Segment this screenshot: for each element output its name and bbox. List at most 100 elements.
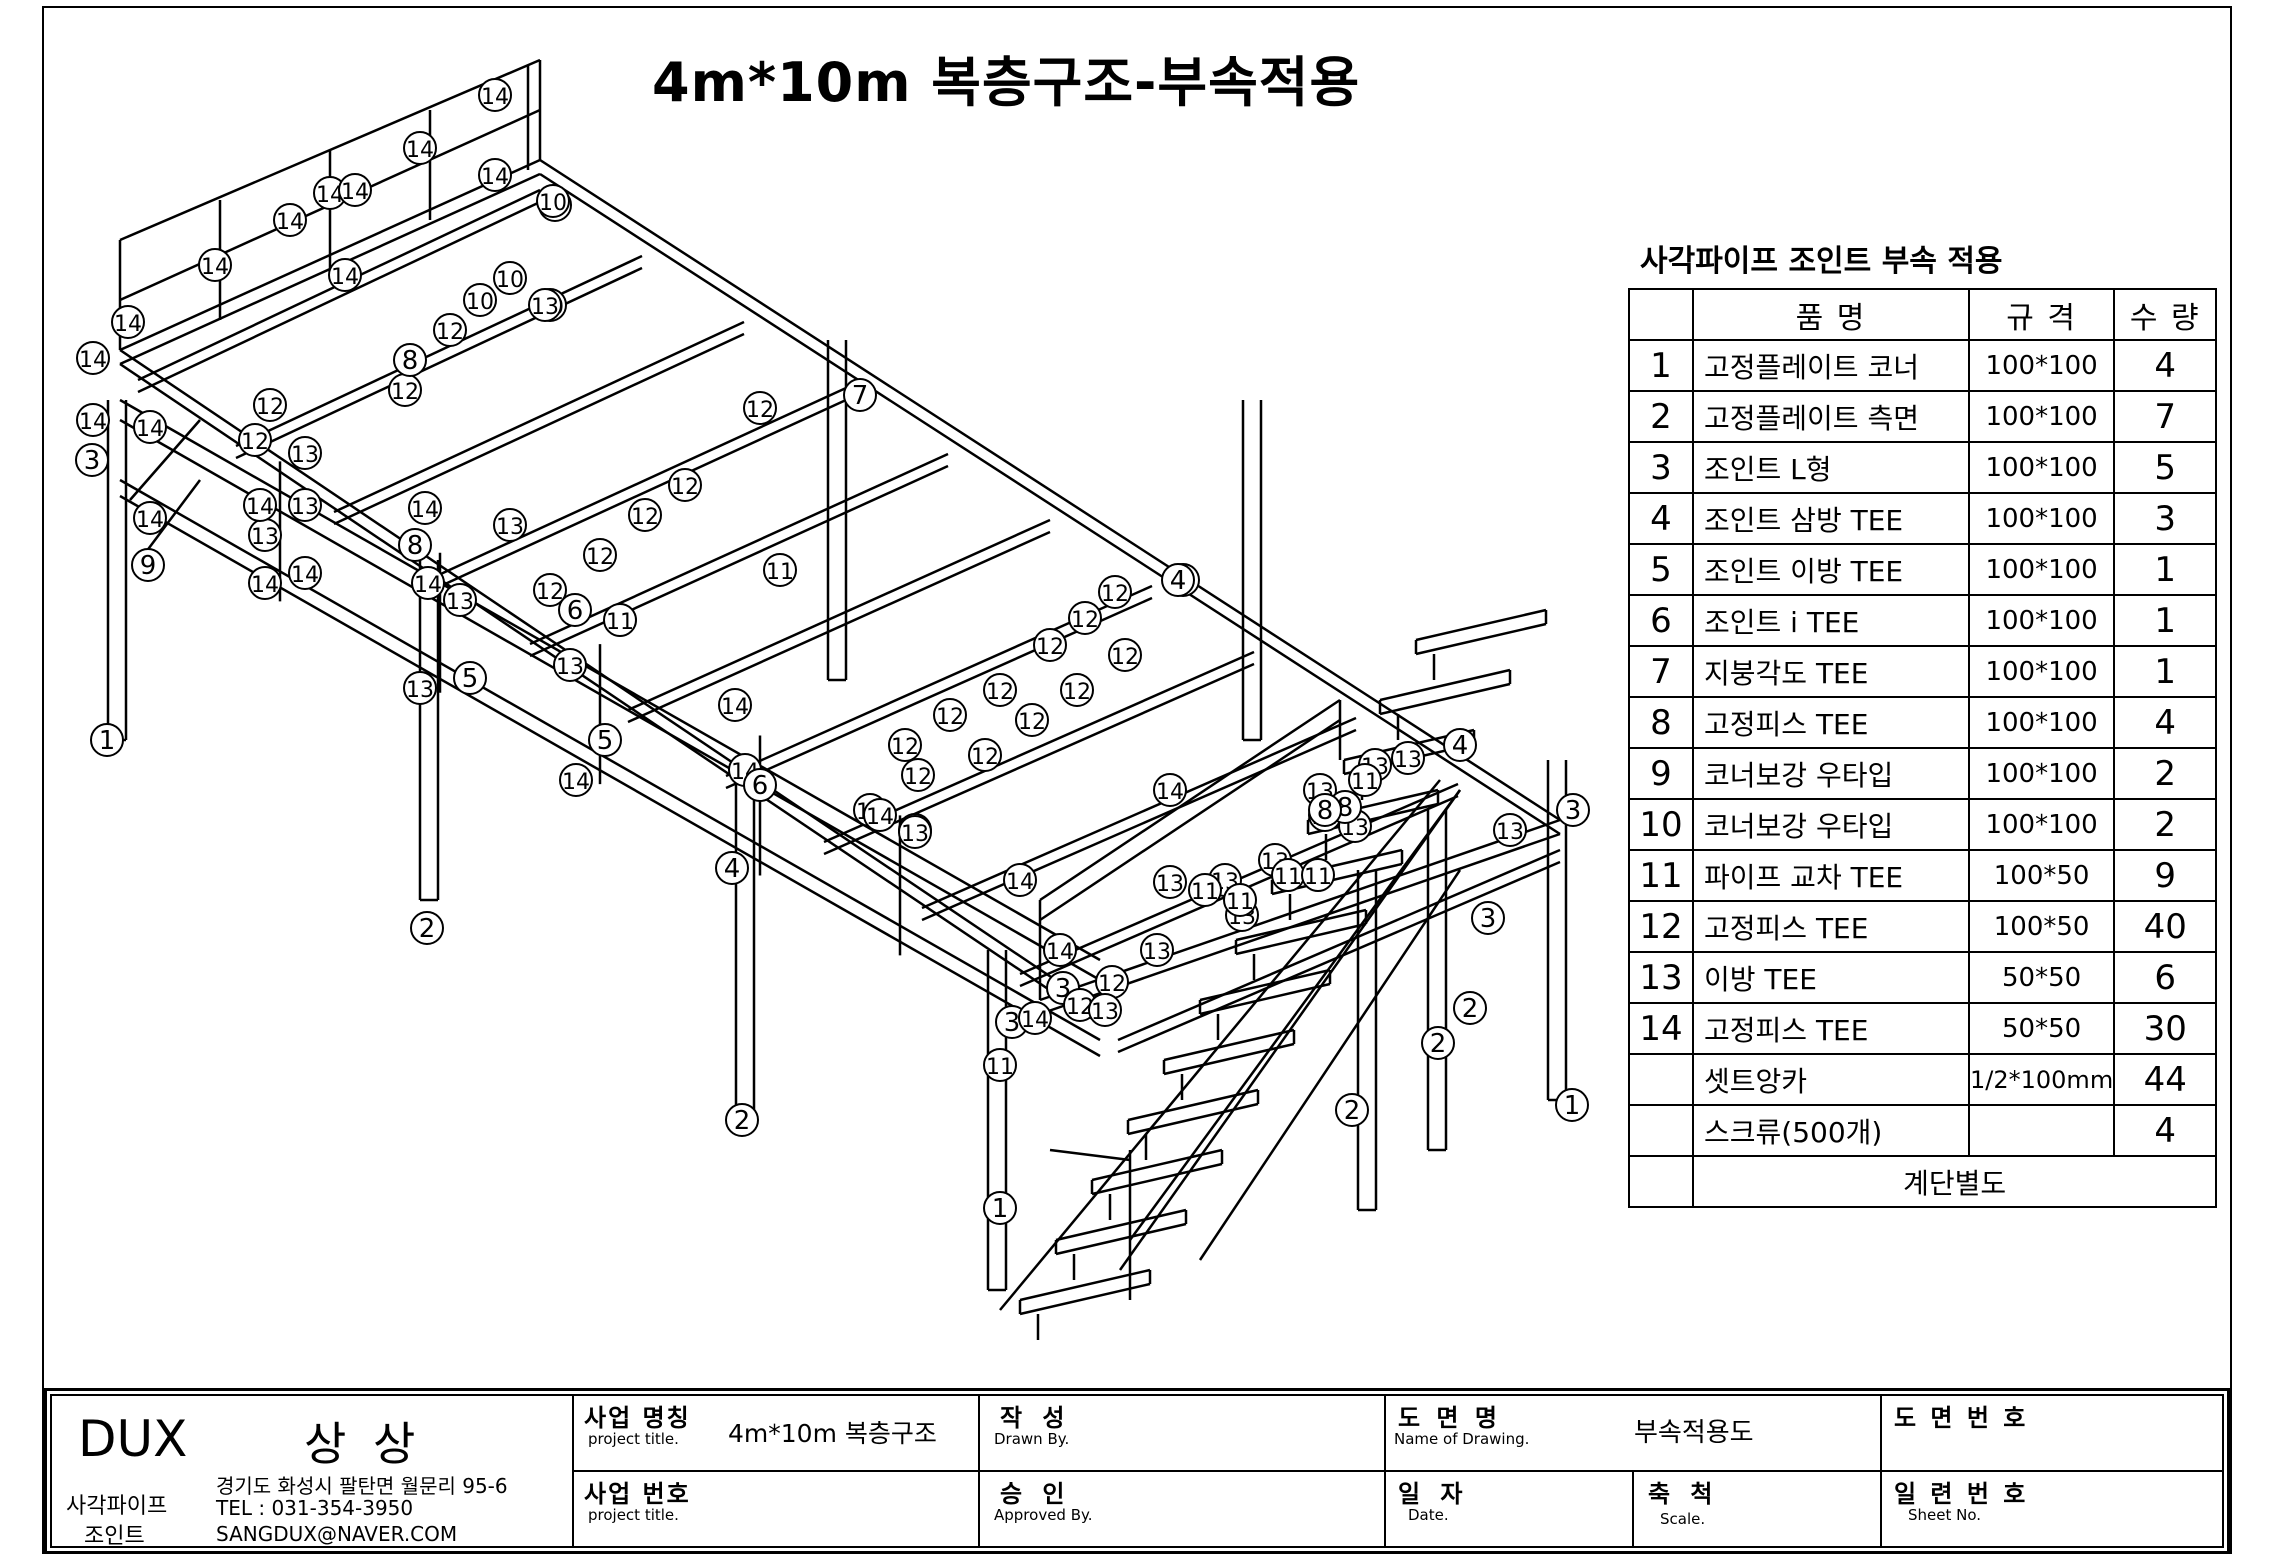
callout-bubble: 4 (1443, 728, 1477, 762)
structure-member (1235, 922, 1367, 956)
project-name-label: 사업 명칭 (584, 1404, 691, 1432)
callout-number: 13 (1143, 940, 1171, 965)
drawn-sub: Drawn By. (994, 1430, 1070, 1448)
part-spec: 1/2*100mm (1967, 1053, 2116, 1106)
structure-member (1198, 869, 1462, 1261)
callout-number: 13 (1394, 748, 1422, 773)
structure-member (627, 530, 1051, 724)
callout-number: 14 (411, 498, 439, 523)
part-spec: 100*100 (1967, 747, 2116, 800)
part-name: 고정플레이트 코너 (1692, 339, 1970, 392)
callout-bubble: 14 (328, 258, 362, 292)
callout-number: 2 (419, 914, 436, 944)
part-name: 고정플레이트 측면 (1692, 390, 1970, 443)
drawn-label: 작 성 (1000, 1404, 1071, 1432)
callout-number: 14 (562, 770, 590, 795)
callout-bubble: 11 (1348, 763, 1382, 797)
sheet-no-sub: Sheet No. (1908, 1506, 1982, 1524)
part-name: 셋트앙카 (1692, 1053, 1970, 1106)
part-spec: 100*100 (1967, 339, 2116, 392)
callout-bubble: 12 (968, 738, 1002, 772)
callout-bubble: 8 (1308, 793, 1342, 827)
part-spec: 50*50 (1967, 951, 2116, 1004)
callout-number: 14 (1156, 780, 1184, 805)
callout-bubble: 6 (558, 593, 592, 627)
structure-member (1235, 908, 1367, 942)
parts-table-title: 사각파이프 조인트 부속 적용 (1640, 244, 2003, 279)
part-spec: 100*100 (1967, 543, 2116, 596)
callout-bubble: 13 (248, 518, 282, 552)
callout-number: 14 (246, 495, 274, 520)
callout-number: 11 (766, 560, 794, 585)
callout-number: 14 (341, 180, 369, 205)
structure-member (1039, 718, 1341, 922)
callout-number: 12 (241, 430, 269, 455)
structure-member (1019, 1282, 1151, 1316)
callout-bubble: 14 (559, 763, 593, 797)
callout-number: 10 (466, 290, 494, 315)
structure-member (1379, 668, 1511, 702)
structure-member (235, 266, 643, 460)
callout-bubble: 12 (901, 758, 935, 792)
callout-bubble: 12 (1098, 575, 1132, 609)
structure-member (1379, 682, 1511, 716)
drawing-name-value: 부속적용도 (1634, 1418, 1754, 1448)
callout-bubble: 14 (273, 203, 307, 237)
part-qty: 1 (2113, 543, 2218, 596)
callout-number: 13 (291, 443, 319, 468)
callout-bubble: 14 (411, 566, 445, 600)
part-qty: 4 (2113, 339, 2218, 392)
drawing-no-label: 도 면 번 호 (1894, 1404, 2029, 1432)
structure-member (1039, 698, 1341, 902)
structure-member (119, 418, 1101, 982)
company-tel: TEL : 031-354-3950 (216, 1496, 414, 1520)
callout-bubble: 12 (253, 388, 287, 422)
callout-bubble: 13 (528, 288, 562, 322)
structure-member (1199, 968, 1331, 1002)
callout-number: 14 (251, 573, 279, 598)
sheet-no-cell (1880, 1470, 2224, 1548)
callout-number: 12 (891, 735, 919, 760)
part-no: 2 (1628, 390, 1694, 443)
structure-member (1199, 982, 1331, 1016)
callout-bubble: 13 (288, 488, 322, 522)
callout-number: 12 (1111, 645, 1139, 670)
callout-bubble: 13 (1391, 741, 1425, 775)
callout-bubble: 13 (443, 583, 477, 617)
callout-bubble: 11 (763, 553, 797, 587)
structure-member (119, 494, 1101, 1058)
structure-member (627, 518, 1051, 712)
company-name-kr: 상 상 (304, 1417, 422, 1471)
callout-number: 1 (1564, 1091, 1581, 1121)
scale-label: 축 척 (1648, 1480, 1719, 1508)
callout-number: 14 (1021, 1008, 1049, 1033)
callout-number: 12 (746, 398, 774, 423)
callout-number: 14 (114, 312, 142, 337)
callout-number: 8 (402, 346, 419, 376)
part-qty: 44 (2113, 1053, 2218, 1106)
callout-bubble: 12 (433, 313, 467, 347)
parts-table-row: 스크류(500개)4 (1628, 1104, 2218, 1157)
project-no-label: 사업 번호 (584, 1480, 691, 1508)
callout-bubble: 13 (1088, 993, 1122, 1027)
part-name: 코너보강 우타입 (1692, 747, 1970, 800)
part-qty: 2 (2113, 747, 2218, 800)
part-no: 3 (1628, 441, 1694, 494)
callout-number: 13 (1091, 1000, 1119, 1025)
callout-number: 10 (496, 268, 524, 293)
part-spec: 100*50 (1967, 900, 2116, 953)
callout-number: 6 (752, 771, 769, 801)
part-spec: 100*100 (1967, 645, 2116, 698)
part-no: 6 (1628, 594, 1694, 647)
part-no: 11 (1628, 849, 1694, 902)
callout-number: 13 (406, 678, 434, 703)
callout-bubble: 12 (743, 391, 777, 425)
callout-bubble: 12 (983, 673, 1017, 707)
callout-number: 14 (79, 410, 107, 435)
callout-number: 14 (866, 805, 894, 830)
